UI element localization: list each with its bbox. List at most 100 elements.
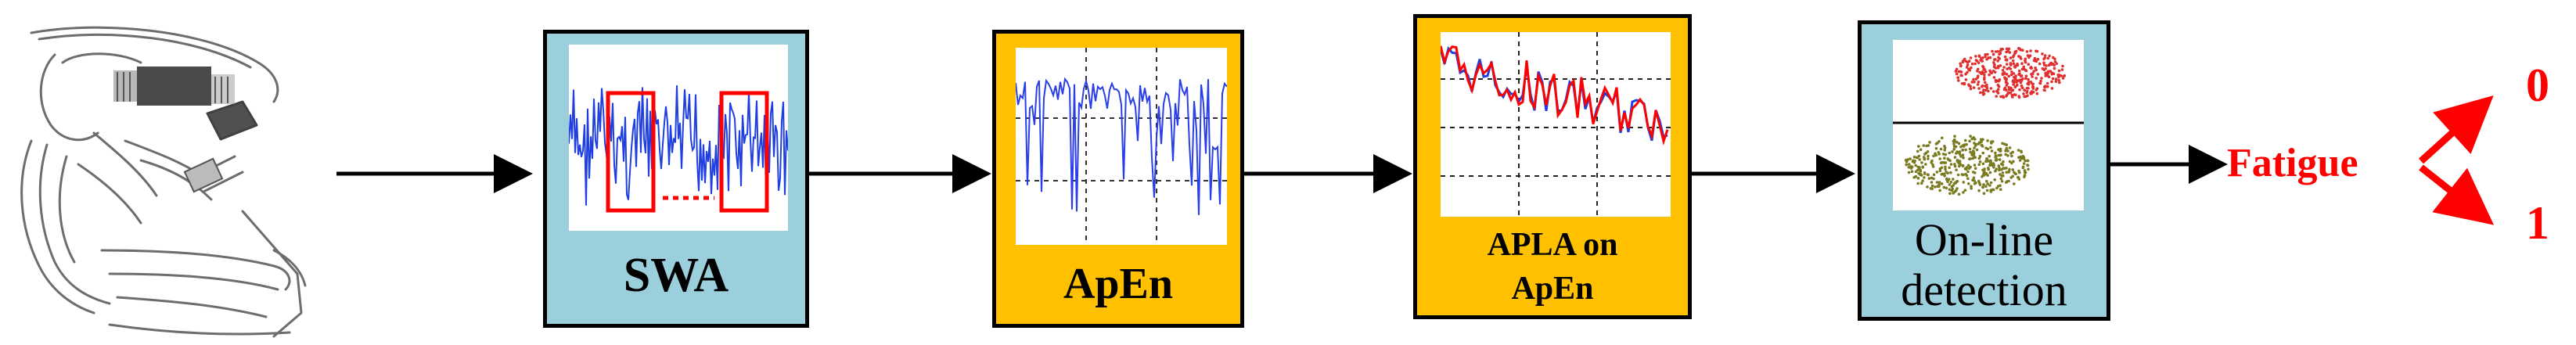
arrow-fatigue-to-1 — [2419, 164, 2495, 225]
scatter-point — [1989, 181, 1993, 185]
scatter-point — [2014, 51, 2017, 54]
scatter-point — [1969, 150, 1972, 154]
scatter-point — [1966, 177, 1970, 180]
scatter-point — [1989, 190, 1993, 193]
scatter-point — [2005, 73, 2009, 76]
scatter-point — [2029, 66, 2032, 70]
scatter-point — [1999, 173, 2002, 176]
scatter-point — [2049, 70, 2053, 73]
scatter-point — [1982, 192, 1986, 195]
scatter-point — [2017, 149, 2020, 152]
scatter-point — [1964, 78, 1968, 81]
scatter-point — [1961, 153, 1965, 156]
scatter-point — [1961, 149, 1964, 152]
scatter-point — [1966, 164, 1970, 167]
scatter-point — [1999, 95, 2002, 99]
scatter-point — [2017, 95, 2020, 98]
scatter-point — [2024, 159, 2027, 163]
scatter-point — [2005, 171, 2009, 174]
scatter-point — [1919, 148, 1923, 152]
scatter-point — [2051, 77, 2055, 81]
scatter-point — [1984, 185, 1988, 188]
scatter-point — [1993, 178, 1996, 181]
scatter-point — [2040, 77, 2043, 80]
scatter-point — [1981, 65, 1984, 68]
scatter-point — [1994, 151, 1997, 155]
output-value-1: 1 — [2526, 197, 2549, 249]
scatter-point — [2024, 59, 2027, 63]
scatter-point — [2018, 171, 2021, 174]
scatter-point — [1936, 142, 1939, 145]
scatter-point — [1938, 189, 1941, 192]
scatter-point — [2012, 83, 2015, 86]
scatter-point — [1905, 159, 1909, 162]
scatter-point — [1967, 182, 1970, 185]
scatter-point — [1928, 141, 1931, 144]
scatter-point — [2002, 72, 2006, 76]
scatter-point — [1973, 62, 1977, 66]
online-scatter-panel — [1893, 40, 2084, 210]
scatter-point — [1953, 156, 1957, 159]
scatter-point — [2038, 62, 2042, 66]
scatter-point — [1991, 188, 1995, 192]
scatter-point — [1927, 157, 1930, 160]
scatter-point — [1940, 166, 1944, 170]
scatter-point — [1992, 76, 1996, 79]
stage-swa-label: SWA — [623, 249, 729, 302]
scatter-point — [1981, 145, 1984, 148]
scatter-point — [1985, 179, 1988, 183]
scatter-point — [1977, 156, 1981, 160]
scatter-point — [1999, 184, 2002, 187]
scatter-point — [1973, 146, 1976, 149]
scatter-point — [1961, 59, 1965, 63]
scatter-point — [2011, 80, 2015, 83]
scatter-point — [1997, 164, 2001, 167]
scatter-point — [2006, 180, 2009, 183]
scatter-point — [1959, 62, 1962, 66]
scatter-point — [1940, 173, 1944, 176]
stage-apla: APLA on ApEn — [1413, 14, 1692, 319]
scatter-point — [1977, 163, 1981, 167]
scatter-point — [1977, 81, 1981, 84]
scatter-point — [1992, 90, 1995, 93]
steering-wheel-angle-signal-icon — [569, 85, 788, 213]
scatter-point — [1962, 181, 1966, 184]
scatter-point — [1949, 181, 1953, 184]
scatter-point — [2023, 174, 2027, 177]
scatter-point — [2015, 79, 2019, 82]
scatter-point — [1995, 167, 1998, 171]
scatter-point — [2026, 164, 2030, 167]
scatter-point — [2024, 74, 2028, 77]
scatter-point — [2003, 76, 2006, 79]
driver-seat-icon — [20, 26, 307, 338]
scatter-point — [2012, 72, 2016, 75]
scatter-point — [2039, 79, 2042, 83]
scatter-point — [1920, 161, 1923, 164]
scatter-point — [2018, 78, 2022, 82]
scatter-point — [1994, 78, 1998, 82]
scatter-point — [2020, 86, 2024, 90]
scatter-point — [1931, 165, 1935, 168]
scatter-point — [1975, 148, 1979, 152]
scatter-point — [1929, 187, 1933, 190]
scatter-point — [2054, 77, 2058, 81]
scatter-point — [2017, 69, 2021, 73]
scatter-point — [1988, 184, 1991, 187]
scatter-point — [1986, 139, 1989, 142]
scatter-point — [2046, 84, 2049, 88]
scatter-point — [2045, 81, 2049, 85]
scatter-point — [2001, 142, 2004, 146]
scatter-point — [1988, 73, 1991, 77]
scatter-point — [2029, 81, 2033, 84]
scatter-point — [2003, 55, 2007, 59]
scatter-point — [2007, 74, 2010, 78]
scatter-point — [1951, 150, 1954, 153]
scatter-point — [1944, 153, 1948, 156]
scatter-point — [2031, 75, 2034, 78]
scatter-point — [1974, 181, 1977, 185]
scatter-point — [1971, 156, 1974, 160]
scatter-point — [1982, 68, 1985, 71]
scatter-point — [1994, 154, 1998, 157]
scatter-point — [1981, 70, 1984, 74]
